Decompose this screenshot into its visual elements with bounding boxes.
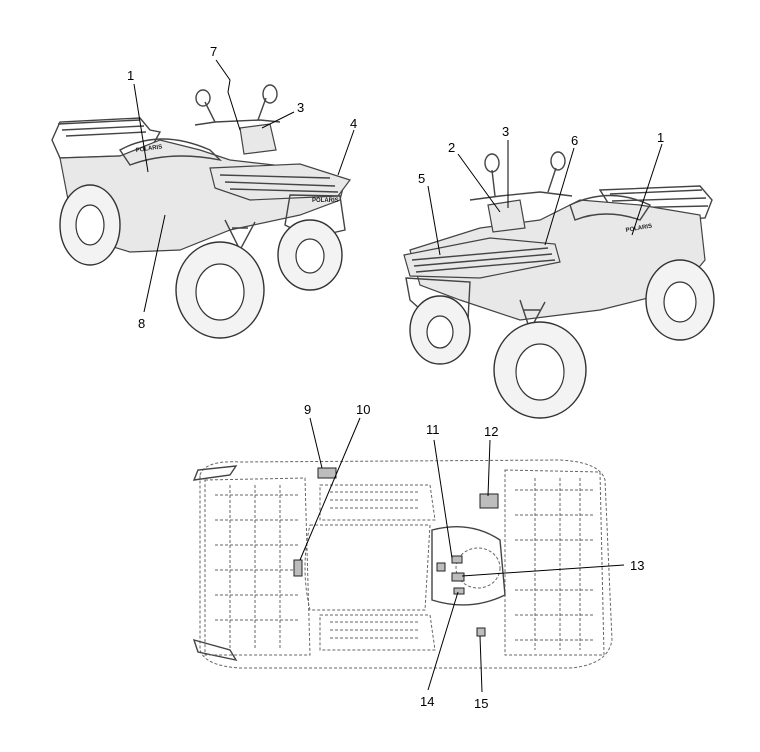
callout-numbers: 1 7 3 4 8 3 2 6 1 5 9 10 11 12 13 14 15	[127, 44, 664, 711]
decal-11	[451, 555, 463, 564]
callout-1b: 1	[657, 130, 664, 145]
callout-13: 13	[630, 558, 644, 573]
brand-decal-right: POLARIS	[625, 223, 652, 234]
callout-10: 10	[356, 402, 370, 417]
right-front-wheel	[493, 321, 587, 419]
left-front-wheel	[175, 241, 265, 339]
callout-14: 14	[420, 694, 434, 709]
callout-11: 11	[426, 422, 440, 437]
callout-7: 7	[210, 44, 217, 59]
left-front-wheel-far	[277, 219, 343, 291]
callout-9: 9	[304, 402, 311, 417]
callout-5: 5	[418, 171, 425, 186]
decal-12	[479, 493, 499, 509]
decal-9	[317, 467, 337, 479]
callout-1: 1	[127, 68, 134, 83]
callout-3: 3	[297, 100, 304, 115]
left-rear-wheel	[59, 184, 121, 266]
decal-13b	[436, 562, 446, 572]
callout-12: 12	[484, 424, 498, 439]
right-front-wheel-far	[409, 295, 471, 365]
atv-right-view: POLARIS	[403, 151, 715, 419]
atv-left-view: POLARIS POLARIS	[51, 84, 351, 339]
decal-13	[451, 572, 465, 582]
callout-4: 4	[350, 116, 357, 131]
callout-6: 6	[571, 133, 578, 148]
callout-15: 15	[474, 696, 488, 711]
leader-lines	[133, 59, 663, 693]
callout-2: 2	[448, 140, 455, 155]
right-rear-wheel	[645, 259, 715, 341]
decal-14	[453, 587, 465, 595]
callout-8: 8	[138, 316, 145, 331]
callout-3b: 3	[502, 124, 509, 139]
atv-top-view	[192, 459, 613, 669]
decal-10	[293, 559, 303, 577]
brand-decal-left: POLARIS	[135, 144, 162, 154]
brand-decal-front: POLARIS	[312, 198, 339, 204]
decal-15	[476, 627, 486, 637]
